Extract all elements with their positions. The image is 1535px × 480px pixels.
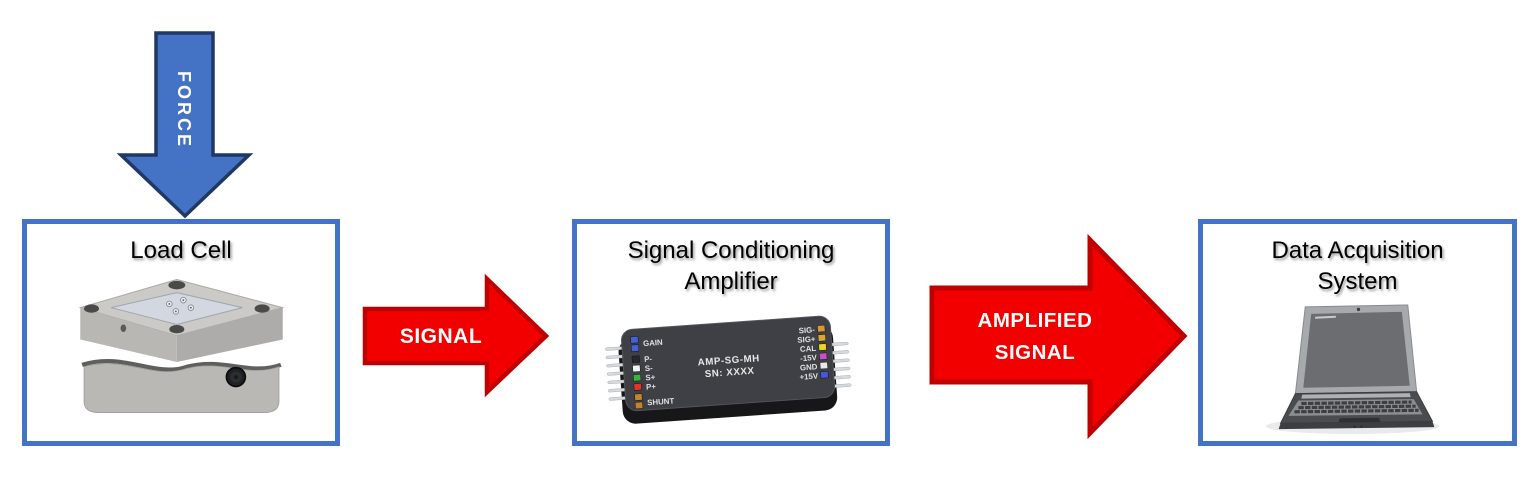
signal-arrow-icon — [362, 273, 550, 398]
laptop-screen — [1303, 311, 1410, 388]
amplifier-pins-left — [605, 346, 630, 401]
daq-title-line1: Data Acquisition — [1271, 237, 1444, 264]
laptop-front-dot — [1353, 425, 1356, 428]
amp-label-cal: CAL — [800, 344, 817, 354]
amplified-signal-arrow: AMPLIFIED SIGNAL — [929, 233, 1188, 440]
laptop-webcam — [1356, 307, 1361, 312]
daq-box: Data Acquisition System — [1198, 219, 1517, 446]
load-cell-right-face — [176, 307, 283, 362]
load-cell-left-face — [79, 307, 177, 362]
load-cell-connector — [225, 366, 246, 388]
amplifier-pins-right — [827, 341, 852, 388]
amplifier-box: Signal Conditioning Amplifier — [572, 219, 890, 446]
amplifier-top-face — [621, 315, 836, 412]
laptop-image — [1265, 304, 1440, 435]
force-arrow-icon — [116, 31, 254, 219]
load-cell-lower-block — [83, 363, 279, 413]
amp-label-s-minus: S- — [644, 364, 653, 374]
amp-label-p-minus: P- — [644, 354, 653, 364]
amplifier-right-chips — [817, 324, 829, 379]
amplified-signal-label-line2: SIGNAL — [995, 341, 1075, 364]
laptop-keyboard — [1288, 399, 1423, 416]
amp-serial-number: SN: XXXX — [704, 366, 754, 380]
laptop-hinge — [1301, 393, 1411, 399]
amp-label-sig-plus: SIG+ — [797, 334, 816, 344]
amplifier-title-line1: Signal Conditioning — [627, 237, 835, 264]
amp-label-shunt: SHUNT — [647, 396, 675, 407]
laptop-front-edge — [1278, 421, 1435, 430]
signal-arrow: SIGNAL — [362, 273, 550, 398]
amp-label-s-plus: S+ — [645, 373, 656, 383]
amp-part-number: AMP-SG-MH — [697, 353, 760, 368]
amplifier-left-chips — [630, 336, 644, 410]
load-cell-gap — [80, 358, 282, 372]
amplified-signal-arrow-icon — [929, 233, 1188, 440]
load-cell-title: Load Cell — [130, 237, 232, 264]
force-arrow-label: FORCE — [174, 71, 194, 149]
amp-label-sig-minus: SIG- — [798, 325, 815, 335]
force-arrow: FORCE — [116, 31, 254, 219]
signal-arrow-label: SIGNAL — [400, 325, 482, 348]
load-cell-plate-rivets — [165, 296, 194, 315]
amp-label-gnd: GND — [800, 362, 818, 372]
amp-label-minus15v: -15V — [800, 353, 818, 363]
daq-title-line2: System — [1317, 268, 1398, 295]
laptop-front-dot — [1360, 425, 1363, 428]
amp-label-plus15v: +15V — [799, 371, 819, 381]
amp-label-gain: GAIN — [643, 338, 664, 348]
amplified-signal-label-line1: AMPLIFIED — [978, 309, 1093, 332]
amplifier-image: GAIN P- S- S+ P+ SHUNT SIG- SIG+ C — [605, 315, 852, 424]
laptop-screen-sticker — [1315, 315, 1336, 319]
load-cell-bolt-holes — [83, 280, 270, 334]
load-cell-image — [78, 279, 285, 413]
load-cell-box: Load Cell — [22, 219, 340, 446]
amp-label-p-plus: P+ — [646, 382, 657, 392]
amplifier-title-line2: Amplifier — [684, 268, 778, 295]
